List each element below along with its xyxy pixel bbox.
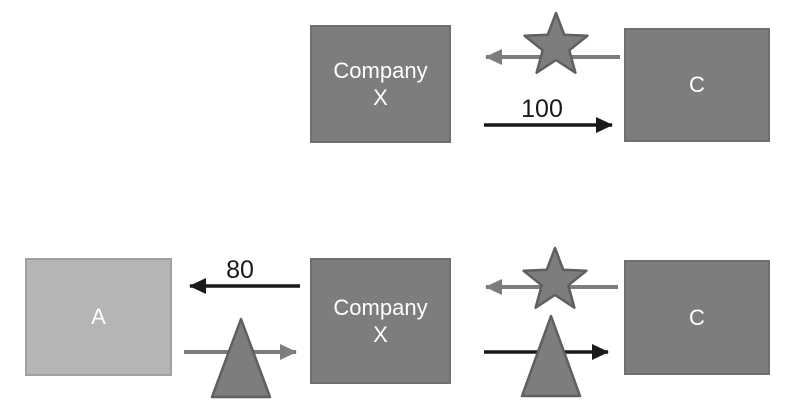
- triangle-icon: [210, 317, 272, 399]
- node-label: Company X: [333, 294, 428, 348]
- node-label: C: [689, 72, 705, 98]
- edge-value-label: 80: [226, 256, 254, 284]
- node-a: A: [25, 258, 172, 376]
- node-company-x-bottom: Company X: [310, 258, 451, 384]
- star-icon: [523, 11, 589, 74]
- triangle-icon: [520, 314, 582, 398]
- node-company-x-top: Company X: [310, 25, 451, 143]
- node-label: Company X: [333, 57, 428, 111]
- node-label: C: [689, 304, 705, 330]
- node-label: A: [91, 304, 106, 330]
- star-icon: [522, 246, 588, 309]
- node-c-top: C: [624, 28, 770, 142]
- node-c-bottom: C: [624, 260, 770, 375]
- edge-value-label: 100: [521, 95, 563, 123]
